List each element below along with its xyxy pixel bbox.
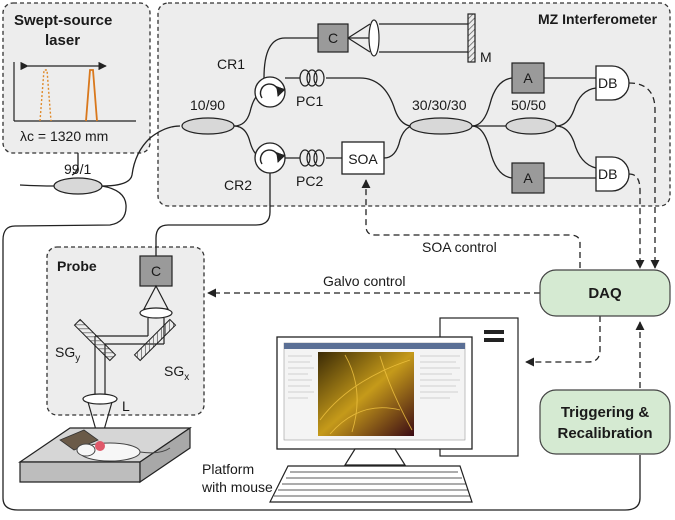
soa-control-label: SOA control	[422, 239, 497, 255]
fiber-pc1-path	[285, 77, 411, 127]
polarization-controller-1	[299, 69, 325, 87]
daq-block	[539, 269, 671, 317]
interferometer-title: MZ Interferometer	[538, 11, 658, 27]
polarization-controller-2	[299, 149, 325, 167]
probe-beam-path	[82, 284, 173, 447]
cr2-label: CR2	[224, 177, 252, 193]
monitor-stand	[343, 448, 407, 466]
keyboard	[269, 465, 473, 503]
lens-label: L	[122, 398, 130, 414]
coupler-99-1	[53, 177, 103, 195]
fiber-30-to-a-top	[471, 77, 513, 127]
screen-titlebar	[284, 343, 465, 349]
galvo-mirror-x	[133, 318, 177, 362]
amplifier-bottom	[511, 162, 545, 194]
galvo-control-label: Galvo control	[323, 273, 405, 289]
fiber-laser-out	[71, 153, 79, 176]
fiber-cr2-to-probe	[155, 172, 271, 256]
daq-to-computer	[525, 316, 601, 367]
screen-image	[318, 352, 414, 436]
collimator-label: C	[328, 30, 338, 46]
probe-collimator	[139, 255, 173, 287]
probe-panel	[46, 246, 205, 416]
fiber-cr1-to-collimator	[263, 37, 318, 79]
fiber-soa-to-coupler	[383, 125, 413, 159]
amplifier-top	[511, 62, 545, 94]
fiber-50-to-db-top	[555, 87, 597, 127]
fiber-99-1-in	[19, 184, 55, 187]
sgx-label: SGx	[164, 363, 189, 383]
coupler-10-90-label: 10/90	[190, 97, 225, 113]
center-wavelength-label: λc = 1320 mm	[20, 128, 108, 144]
trigger-block	[539, 389, 671, 455]
balanced-detector-bottom	[595, 156, 630, 192]
trigger-label-line2: Recalibration	[557, 425, 652, 442]
db-top-to-daq	[628, 82, 660, 269]
coupler-50-50	[505, 117, 557, 135]
tower-slot-1	[484, 330, 504, 334]
reference-arm-optics	[347, 19, 468, 57]
fiber-to-trigger	[2, 185, 641, 511]
coupler-99-1-label: 99/1	[64, 161, 91, 177]
tower-slot-2	[484, 338, 504, 342]
platform-label-line1: Platform	[202, 461, 254, 477]
amplifier-top-label: A	[523, 70, 533, 86]
circulator-cr1	[254, 76, 286, 108]
laser-title-line1: Swept-source	[14, 12, 112, 29]
pc2-label: PC2	[296, 173, 323, 189]
interferometer-panel	[157, 2, 671, 207]
fiber-50-to-db-bottom	[555, 125, 597, 169]
reference-mirror	[467, 13, 476, 63]
soa-box	[341, 141, 385, 175]
laser-title-line2: laser	[45, 32, 80, 49]
fiber-to-10-90	[101, 125, 181, 187]
platform-label-line2: with mouse	[201, 479, 273, 495]
db-top-label: DB	[598, 75, 617, 91]
cr1-label: CR1	[217, 56, 245, 72]
amplifier-bottom-label: A	[523, 170, 533, 186]
soa-control-line	[361, 179, 581, 268]
mouse-icon	[76, 441, 171, 462]
coupler-50-label: 50/50	[511, 97, 546, 113]
screen-vessels	[319, 354, 413, 435]
coupler-30-30-30	[409, 117, 473, 135]
mirror-label: M	[480, 49, 492, 65]
coupler-30-label: 30/30/30	[412, 97, 467, 113]
db-bottom-label: DB	[598, 166, 617, 182]
balanced-detector-top	[595, 65, 630, 101]
soa-label: SOA	[348, 151, 378, 167]
coupler-10-90	[181, 117, 235, 135]
db-bottom-to-daq	[628, 173, 645, 269]
circulator-cr2	[254, 142, 286, 174]
sgy-label: SGy	[55, 344, 80, 364]
laser-spectrum-plot	[13, 61, 136, 122]
screen-panel	[420, 355, 460, 399]
galvo-mirror-y	[73, 318, 117, 362]
daq-label: DAQ	[588, 285, 622, 302]
probe-title: Probe	[57, 258, 97, 274]
screen-sidebar	[288, 355, 314, 399]
trigger-label-line1: Triggering &	[561, 404, 650, 421]
fiber-30-to-a-bottom	[471, 125, 513, 179]
pc1-label: PC1	[296, 93, 323, 109]
probe-collimator-label: C	[151, 263, 161, 279]
